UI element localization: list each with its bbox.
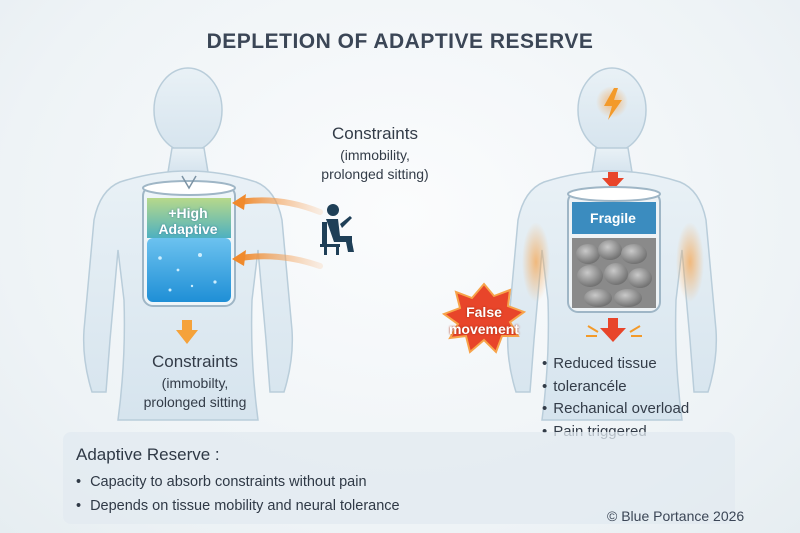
fragile-container xyxy=(567,186,661,313)
down-arrow-icon xyxy=(176,320,198,344)
constraints-top-heading: Constraints xyxy=(332,124,418,143)
info-box-title: Adaptive Reserve : xyxy=(76,445,220,464)
list-item: Depends on tissue mobility and neural to… xyxy=(76,498,400,522)
constraints-bottom-line2: prolonged sitting xyxy=(143,394,247,410)
constraints-top-detail: (immobility, prolonged sitting) xyxy=(300,146,450,184)
left-arm-pain-glow xyxy=(522,222,550,302)
constraints-top-line1: (immobility, xyxy=(340,147,410,163)
constraint-arrows xyxy=(232,194,323,269)
page-title: DEPLETION OF ADAPTIVE RESERVE xyxy=(206,30,594,53)
stress-down-arrow-icon xyxy=(602,172,624,190)
info-box-list: Capacity to absorb constraints without p… xyxy=(76,474,400,522)
person-sitting-laptop-icon xyxy=(320,204,354,255)
lightning-bolt-icon xyxy=(596,86,628,120)
right-arm-pain-glow xyxy=(676,222,704,302)
copyright-notice: © Blue Portance 2026 xyxy=(607,508,745,524)
constraints-top-line2: prolonged sitting) xyxy=(321,166,429,182)
high-adaptive-container xyxy=(142,175,236,307)
overload-arrow-icon xyxy=(586,318,642,342)
constraints-bottom-heading: Constraints xyxy=(152,352,238,371)
list-item: tolerancéle xyxy=(542,378,689,401)
constraints-bottom-line1: (immobilty, xyxy=(161,375,229,391)
false-movement-line2: movement xyxy=(448,321,520,337)
fragile-label: Fragile xyxy=(590,210,636,226)
list-item: Reduced tissue xyxy=(542,355,689,378)
high-adaptive-label: +High Adaptive xyxy=(158,205,218,237)
pain-burst-icon xyxy=(441,282,527,354)
list-item: Rechanical overload xyxy=(542,400,689,423)
false-movement-line1: False xyxy=(466,304,502,320)
false-movement-label: False movement xyxy=(444,304,524,338)
constraints-bottom-detail: (immobilty, prolonged sitting xyxy=(120,374,270,412)
list-item: Capacity to absorb constraints without p… xyxy=(76,474,400,498)
